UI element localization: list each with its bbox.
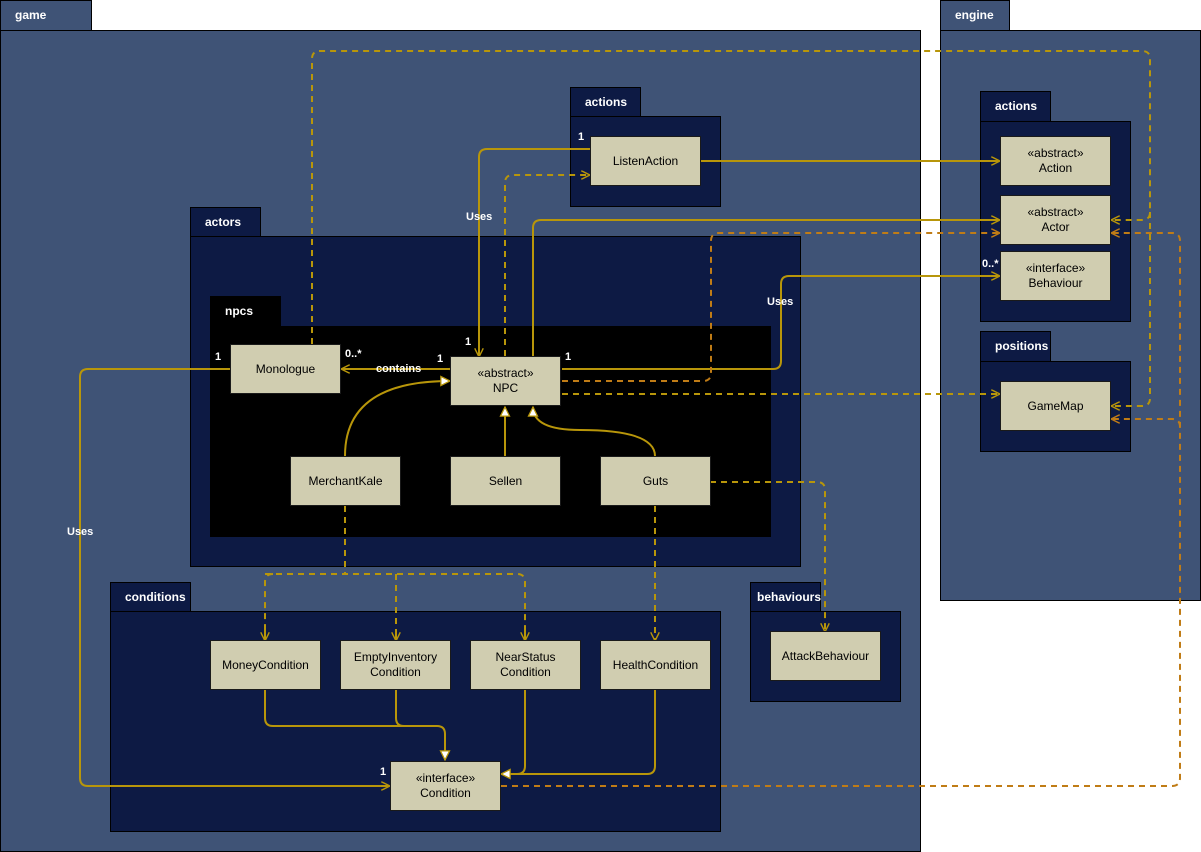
class-moneycondition[interactable]: MoneyCondition — [210, 640, 321, 690]
dep-monologue-actor — [311, 50, 1151, 344]
class-sellen[interactable]: Sellen — [450, 456, 561, 506]
edge-label-uses-condition: Uses — [67, 526, 94, 538]
class-listenaction-name: ListenAction — [612, 153, 679, 168]
package-positions-label: positions — [995, 339, 1049, 353]
class-moneycondition-name: MoneyCondition — [222, 657, 309, 672]
class-behaviour[interactable]: «interface» Behaviour — [1000, 251, 1111, 301]
mult-npc-one-left: 1 — [437, 353, 444, 365]
edge-emptyinventory-condition — [395, 690, 437, 727]
class-behaviour-stereotype: «interface» — [1025, 261, 1086, 275]
class-action[interactable]: «abstract» Action — [1000, 136, 1111, 186]
dep-monologue-gamemap — [1112, 212, 1151, 406]
package-actors-label: actors — [205, 215, 242, 229]
class-behaviour-name: Behaviour — [1028, 276, 1083, 290]
mult-behaviour-many: 0..* — [982, 258, 999, 270]
mult-monologue-many: 0..* — [345, 348, 362, 360]
package-positions-tab: positions — [980, 331, 1051, 362]
package-engine-label: engine — [955, 8, 994, 22]
package-game-label: game — [15, 8, 47, 22]
class-condition-stereotype: «interface» — [415, 771, 476, 785]
edge-money-condition — [264, 690, 445, 760]
edge-nearstatus-condition — [501, 690, 526, 774]
package-game-actions-label: actions — [585, 95, 628, 109]
class-attackbehaviour-name: AttackBehaviour — [781, 648, 870, 663]
package-engine-tab: engine — [940, 0, 1010, 31]
edge-label-uses-behaviour: Uses — [767, 296, 794, 308]
class-nearstatuscondition[interactable]: NearStatus Condition — [470, 640, 581, 690]
class-emptyinventorycondition[interactable]: EmptyInventory Condition — [340, 640, 451, 690]
class-emptyinventorycondition-line2: Condition — [370, 665, 421, 679]
dep-npc-listenaction — [504, 175, 589, 356]
dep-guts-attackbehaviour — [710, 481, 825, 631]
class-monologue-name: Monologue — [255, 361, 316, 376]
dep-npc-actor-orange — [562, 233, 999, 382]
class-listenaction[interactable]: ListenAction — [590, 136, 701, 186]
class-guts-name: Guts — [642, 473, 669, 488]
class-action-stereotype: «abstract» — [1027, 146, 1084, 160]
edge-label-uses-listen: Uses — [466, 211, 493, 223]
edge-merchantkale-npc — [344, 381, 450, 457]
class-npc-name: NPC — [492, 381, 519, 395]
package-game-tab: game — [0, 0, 92, 31]
class-merchantkale[interactable]: MerchantKale — [290, 456, 401, 506]
class-healthcondition[interactable]: HealthCondition — [600, 640, 711, 690]
edge-npc-behaviour-uses — [562, 276, 999, 370]
edge-listenaction-npc-uses — [479, 148, 590, 356]
class-npc-stereotype: «abstract» — [477, 366, 534, 380]
edge-health-condition — [517, 690, 656, 775]
class-sellen-name: Sellen — [488, 473, 523, 488]
edge-label-contains: contains — [376, 363, 422, 375]
dep-merchantkale-conditions — [264, 506, 526, 638]
dep-condition-actor-orange — [501, 233, 1181, 787]
class-attackbehaviour[interactable]: AttackBehaviour — [770, 631, 881, 681]
class-gamemap[interactable]: GameMap — [1000, 381, 1111, 431]
class-nearstatuscondition-line2: Condition — [500, 665, 551, 679]
class-actor[interactable]: «abstract» Actor — [1000, 195, 1111, 245]
edge-guts-npc — [533, 407, 656, 457]
edge-monologue-condition-uses — [79, 368, 389, 786]
class-nearstatuscondition-line1: NearStatus — [495, 650, 556, 664]
class-npc[interactable]: «abstract» NPC — [450, 356, 561, 406]
package-actors-tab: actors — [190, 207, 261, 237]
class-gamemap-name: GameMap — [1027, 398, 1084, 413]
class-actor-name: Actor — [1041, 220, 1070, 234]
package-conditions-tab: conditions — [110, 582, 191, 612]
mult-listenaction-one: 1 — [578, 131, 585, 143]
package-npcs-label: npcs — [225, 304, 254, 318]
mult-condition-one: 1 — [380, 766, 387, 778]
class-action-name: Action — [1038, 161, 1073, 175]
dep-condition-gamemap-orange — [1112, 419, 1181, 428]
mult-npc-one-right: 1 — [565, 351, 572, 363]
class-actor-stereotype: «abstract» — [1027, 205, 1084, 219]
class-condition[interactable]: «interface» Condition — [390, 761, 501, 811]
package-behaviours-tab: behaviours — [750, 582, 821, 612]
class-emptyinventorycondition-line1: EmptyInventory — [353, 650, 438, 664]
package-engine-actions-tab: actions — [980, 91, 1051, 122]
package-conditions-label: conditions — [125, 590, 186, 604]
package-behaviours-label: behaviours — [757, 590, 822, 604]
class-merchantkale-name: MerchantKale — [308, 473, 383, 488]
class-condition-name: Condition — [420, 786, 471, 800]
class-healthcondition-name: HealthCondition — [612, 657, 699, 672]
mult-monologue-one: 1 — [215, 351, 222, 363]
package-engine-actions-label: actions — [995, 99, 1038, 113]
mult-npc-one-top: 1 — [465, 336, 472, 348]
class-guts[interactable]: Guts — [600, 456, 711, 506]
edge-npc-actor — [532, 220, 999, 356]
class-monologue[interactable]: Monologue — [230, 344, 341, 394]
